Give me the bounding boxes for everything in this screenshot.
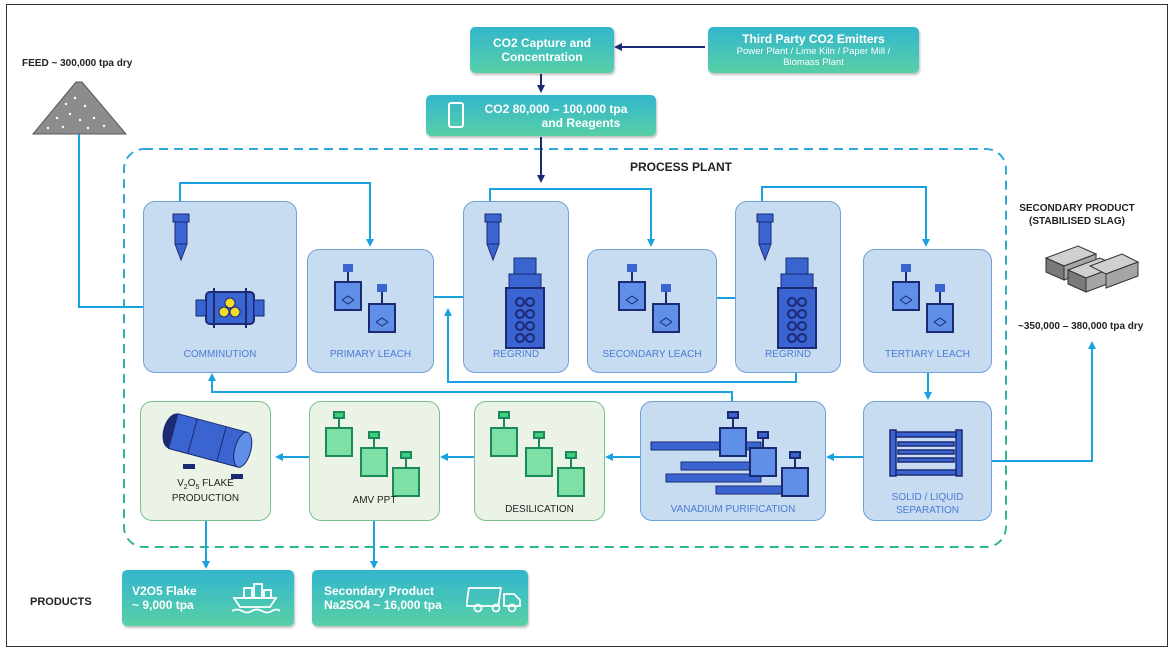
v2o5-production-label-1: V2O5 FLAKE bbox=[177, 478, 234, 491]
primary-leach-unit: PRIMARY LEACH bbox=[307, 249, 434, 373]
secondary-leach-label: SECONDARY LEACH bbox=[602, 349, 702, 360]
regrind-2-label: REGRIND bbox=[764, 349, 812, 360]
leach-tanks-icon bbox=[892, 264, 954, 333]
kiln-icon bbox=[162, 413, 253, 479]
desilication-unit: DESILICATION bbox=[474, 401, 605, 521]
green-tanks-icon bbox=[325, 411, 420, 497]
v2o5-production-label-2: PRODUCTION bbox=[171, 493, 240, 504]
co2-capture-line2: Concentration bbox=[501, 50, 583, 64]
regrind-mill-icon bbox=[756, 213, 817, 349]
amv-ppt-unit: AMV PPT bbox=[309, 401, 440, 521]
secondary-product-line1: Secondary Product bbox=[324, 584, 435, 598]
co2-reagents-line2: and Reagents bbox=[541, 115, 621, 130]
vanadium-purification-unit: VANADIUM PURIFICATION bbox=[640, 401, 826, 521]
leach-tanks-icon bbox=[334, 264, 396, 333]
leach-tanks-icon bbox=[618, 264, 680, 333]
desilication-label: DESILICATION bbox=[505, 504, 574, 515]
regrind-2-unit: REGRIND bbox=[735, 201, 841, 373]
secondary-slag-tonnage: ~350,000 – 380,000 tpa dry bbox=[1018, 321, 1144, 332]
process-plant-boundary bbox=[123, 148, 1007, 548]
tertiary-leach-unit: TERTIARY LEACH bbox=[863, 249, 992, 373]
v2o5-production-unit: V2O5 FLAKE PRODUCTION bbox=[140, 401, 271, 521]
secondary-product-line2: Na2SO4 ~ 16,000 tpa bbox=[324, 598, 442, 612]
ball-mill-icon bbox=[172, 213, 265, 328]
comminution-label: COMMINUTION bbox=[183, 349, 257, 360]
slag-blocks-icon bbox=[1044, 245, 1140, 293]
feed-pile-icon bbox=[31, 81, 128, 135]
v2o5-product-line2: ~ 9,000 tpa bbox=[132, 598, 194, 612]
co2-capture-line1: CO2 Capture and bbox=[492, 36, 591, 50]
ship-icon bbox=[231, 583, 280, 614]
vanadium-purification-label: VANADIUM PURIFICATION bbox=[670, 504, 796, 515]
regrind-mill-icon bbox=[484, 213, 545, 349]
feed-label: FEED ~ 300,000 tpa dry bbox=[22, 58, 133, 69]
emitters-line2: Biomass Plant bbox=[783, 57, 844, 68]
comminution-unit: COMMINUTION bbox=[143, 201, 297, 373]
products-label: PRODUCTS bbox=[30, 596, 92, 608]
filter-press-icon bbox=[889, 429, 963, 477]
truck-icon bbox=[466, 587, 521, 613]
regrind-1-label: REGRIND bbox=[492, 349, 540, 360]
co2-reagents-line1: CO2 80,000 – 100,000 tpa bbox=[484, 101, 628, 116]
emitters-box: Third Party CO2 Emitters Power Plant / L… bbox=[708, 27, 919, 73]
co2-capture-box: CO2 Capture and Concentration bbox=[470, 27, 614, 73]
v2o5-product-line1: V2O5 Flake bbox=[132, 584, 197, 598]
primary-leach-label: PRIMARY LEACH bbox=[329, 349, 412, 360]
green-tanks-icon bbox=[490, 411, 585, 497]
solid-liquid-separation-unit: SOLID / LIQUID SEPARATION bbox=[863, 401, 992, 521]
process-plant-title: PROCESS PLANT bbox=[630, 160, 733, 174]
secondary-slag-title-1: SECONDARY PRODUCT bbox=[1019, 203, 1135, 214]
co2-reagents-box: CO2 80,000 – 100,000 tpa and Reagents bbox=[426, 95, 656, 136]
tertiary-leach-label: TERTIARY LEACH bbox=[884, 349, 971, 360]
v2o5-flake-product-box: V2O5 Flake ~ 9,000 tpa bbox=[122, 570, 294, 626]
amv-ppt-label: AMV PPT bbox=[352, 495, 397, 506]
secondary-product-box: Secondary Product Na2SO4 ~ 16,000 tpa bbox=[312, 570, 528, 626]
sl-label-1: SOLID / LIQUID bbox=[891, 492, 964, 503]
barrel-icon bbox=[448, 102, 464, 128]
sl-label-2: SEPARATION bbox=[896, 505, 959, 516]
emitters-title: Third Party CO2 Emitters bbox=[742, 32, 885, 46]
regrind-1-unit: REGRIND bbox=[463, 201, 569, 373]
purification-icon bbox=[650, 411, 809, 497]
secondary-leach-unit: SECONDARY LEACH bbox=[587, 249, 717, 373]
secondary-slag-title-2: (STABILISED SLAG) bbox=[1029, 216, 1125, 227]
emitters-line1: Power Plant / Lime Kiln / Paper Mill / bbox=[736, 46, 891, 57]
